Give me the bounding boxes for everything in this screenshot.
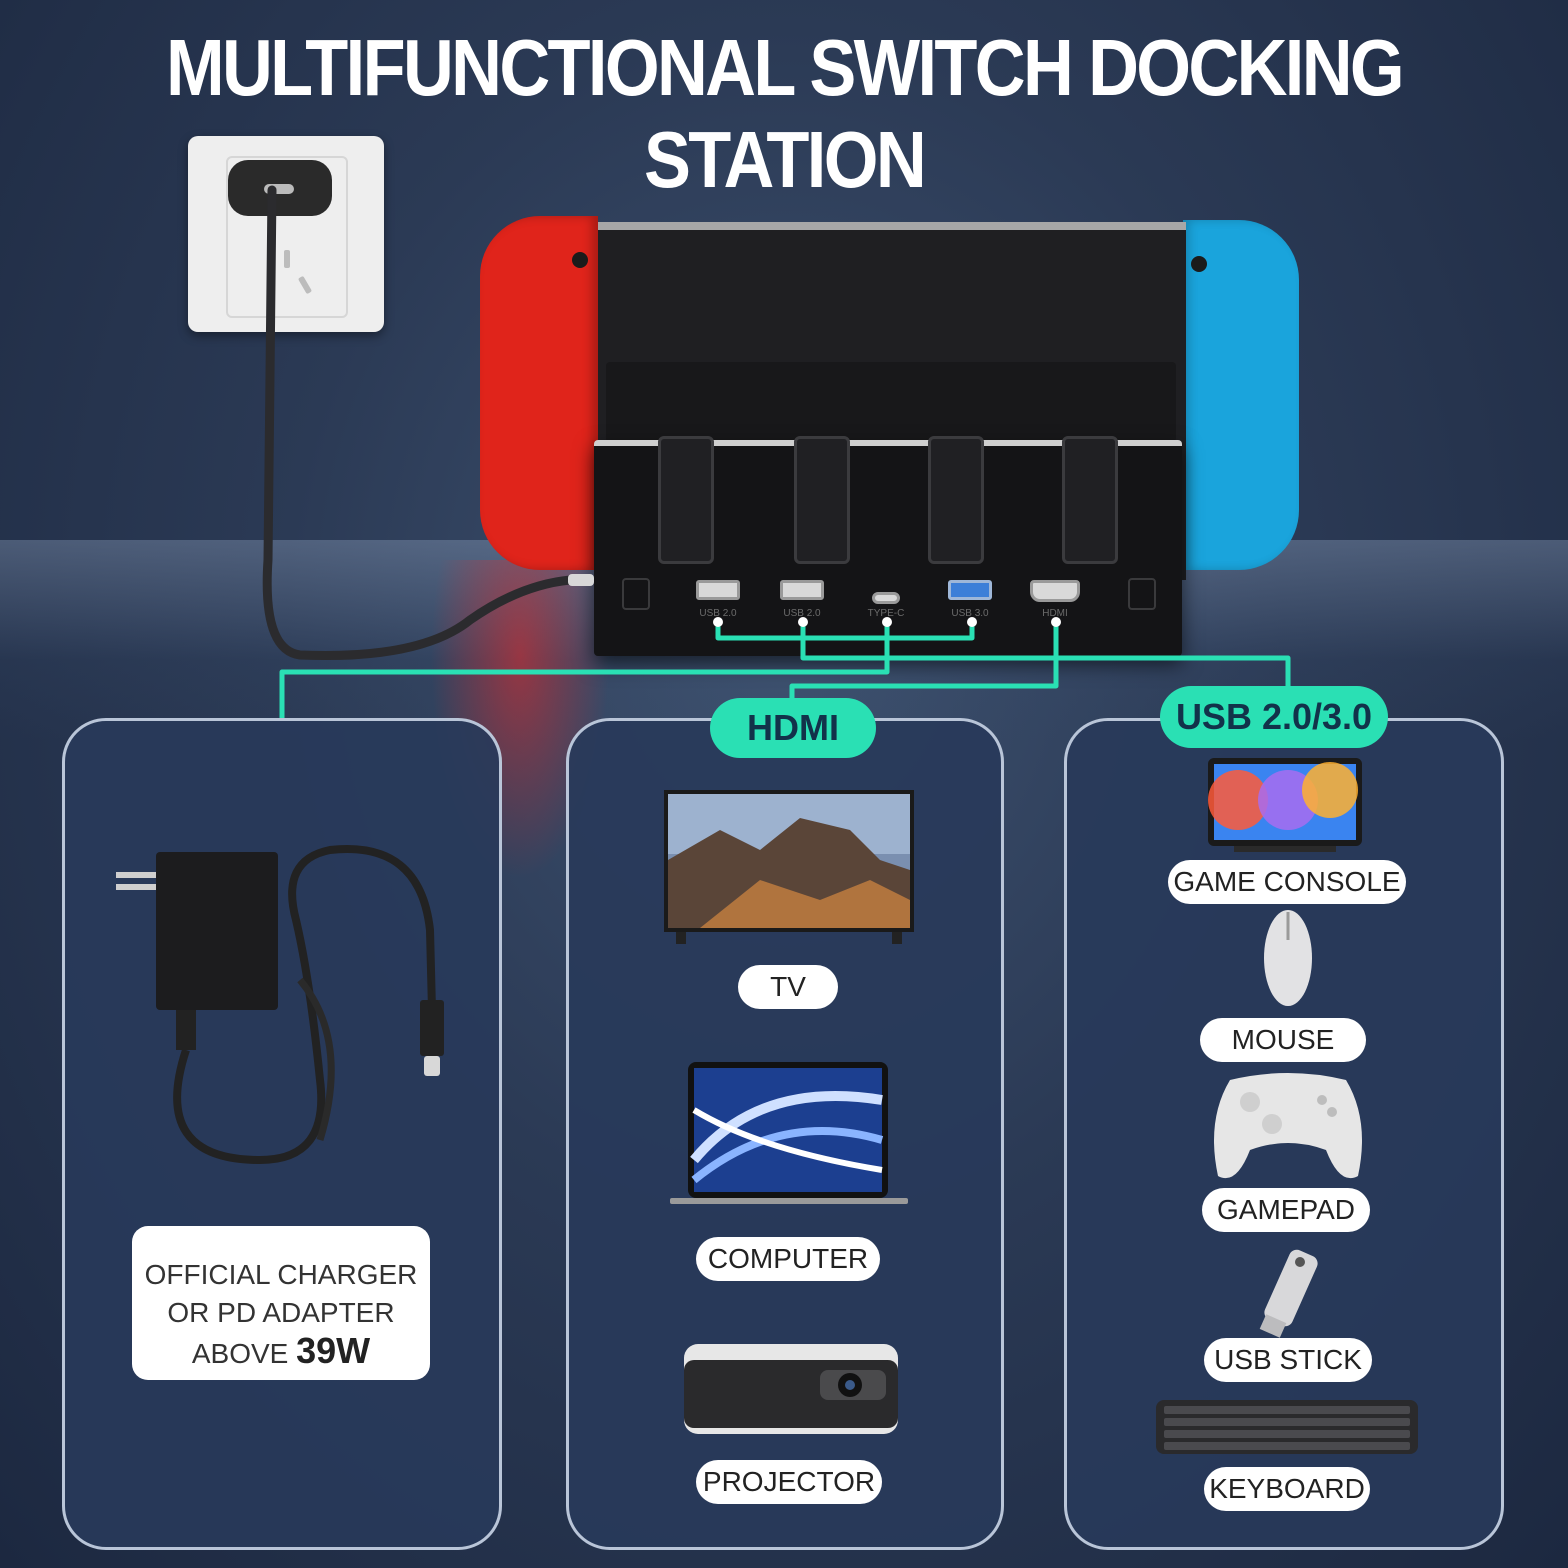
hdmi-port-icon: [1030, 580, 1080, 602]
charger-plug-icon: [228, 160, 332, 216]
usb-badge: USB 2.0/3.0: [1160, 686, 1388, 748]
charger-note-line3: ABOVE 39W: [132, 1332, 430, 1373]
cable-connector: [568, 574, 594, 586]
power-cable: [262, 185, 575, 661]
joycon-button: [1191, 256, 1207, 272]
page-title: MULTIFUNCTIONAL SWITCH DOCKING STATION: [165, 23, 1405, 204]
usb-2-port-icon: [696, 580, 740, 600]
power-button-icon: [1128, 578, 1156, 610]
device-label-mouse: MOUSE: [1200, 1018, 1366, 1062]
joycon-right: [1183, 220, 1299, 570]
device-label-gamepad: GAMEPAD: [1202, 1188, 1370, 1232]
device-label-computer: COMPUTER: [696, 1237, 880, 1281]
usb-3-port-icon: [948, 580, 992, 600]
charger-wattage: 39W: [296, 1330, 371, 1371]
port-label: USB 2.0: [699, 608, 737, 619]
keyboard-icon: [1156, 1400, 1418, 1454]
joycon-left: [480, 216, 598, 570]
wall-outlet-icon: [188, 136, 384, 332]
tv-icon: [664, 790, 914, 944]
gamepad-icon: [1214, 1073, 1362, 1179]
connection-dots: [713, 617, 1061, 627]
port-label: HDMI: [1042, 608, 1068, 619]
dock-clip: [658, 436, 714, 564]
charger-note-line1: OFFICIAL CHARGER: [144, 1259, 418, 1290]
charger-note-line2: OR PD ADAPTER: [167, 1297, 395, 1328]
port-label: USB 3.0: [951, 608, 989, 619]
usb-c-port-icon: [264, 184, 294, 194]
dock-clip: [794, 436, 850, 564]
dock-back-panel: [606, 362, 1176, 442]
device-label-keyboard: KEYBOARD: [1204, 1467, 1370, 1511]
hdmi-badge: HDMI: [710, 698, 876, 758]
port-label: TYPE-C: [867, 608, 905, 619]
power-adapter-icon: [116, 845, 444, 1165]
outlet-slot: [284, 250, 290, 268]
dock-clip: [928, 436, 984, 564]
game-console-icon: [1208, 758, 1362, 852]
usb-2-port-icon: [780, 580, 824, 600]
charger-note-prefix: ABOVE: [191, 1338, 289, 1369]
outlet-faceplate: [226, 156, 348, 318]
laptop-icon: [670, 1062, 908, 1204]
home-button-icon: [622, 578, 650, 610]
mouse-icon: [1264, 910, 1312, 1006]
projector-icon: [684, 1344, 898, 1434]
power-panel: [62, 718, 502, 1550]
device-label-usb-stick: USB STICK: [1204, 1338, 1372, 1382]
usb-stick-icon: [1259, 1249, 1318, 1338]
dock-clip: [1062, 436, 1118, 564]
device-label-game-console: GAME CONSOLE: [1168, 860, 1406, 904]
port-label: USB 2.0: [783, 608, 821, 619]
device-label-tv: TV: [738, 965, 838, 1009]
charger-note: OFFICIAL CHARGER OR PD ADAPTER ABOVE 39W: [132, 1226, 430, 1380]
joycon-button: [572, 252, 588, 268]
type-c-port-icon: [872, 592, 900, 604]
device-label-projector: PROJECTOR: [696, 1460, 882, 1504]
connection-lines: [279, 620, 1291, 718]
